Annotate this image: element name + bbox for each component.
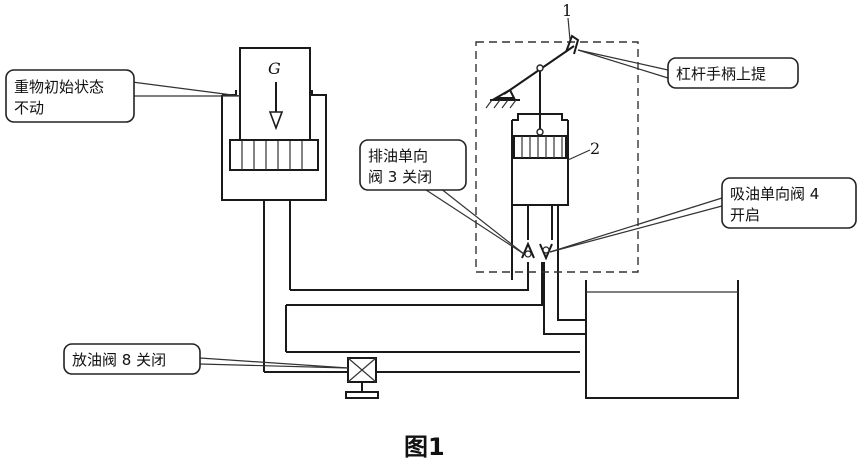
load-weight bbox=[239, 47, 311, 141]
callout-suction-valve: 吸油单向阀 4 开启 bbox=[721, 177, 857, 229]
callout-weight-state: 重物初始状态 不动 bbox=[5, 69, 135, 123]
part-number-2: 2 bbox=[590, 139, 600, 158]
small-pump bbox=[511, 100, 569, 262]
callout-text: 不动 bbox=[14, 99, 44, 117]
figure-caption: 图1 bbox=[404, 433, 445, 461]
pivot-support-icon bbox=[485, 88, 520, 109]
suction-check-valve-icon bbox=[539, 243, 553, 261]
callout-leaders bbox=[131, 49, 723, 369]
callout-text: 开启 bbox=[730, 206, 760, 224]
callout-drain-valve: 放油阀 8 关闭 bbox=[63, 343, 201, 375]
oil-tank bbox=[585, 280, 739, 399]
callout-text: 阀 3 关闭 bbox=[368, 168, 432, 186]
hand-pump-boundary bbox=[475, 41, 639, 273]
lever bbox=[503, 34, 580, 100]
callout-discharge-valve: 排油单向 阀 3 关闭 bbox=[359, 139, 467, 191]
callout-text: 放油阀 8 关闭 bbox=[72, 351, 166, 369]
callout-lever-handle: 杠杆手柄上提 bbox=[667, 57, 799, 89]
discharge-check-valve-icon bbox=[521, 241, 535, 259]
callout-text: 重物初始状态 bbox=[14, 78, 104, 96]
callout-text: 吸油单向阀 4 bbox=[730, 185, 819, 203]
callout-text: 杠杆手柄上提 bbox=[676, 65, 766, 83]
drain-valve bbox=[345, 357, 379, 399]
down-arrow-icon bbox=[268, 82, 284, 131]
large-cylinder: G bbox=[221, 47, 327, 372]
callout-text: 排油单向 bbox=[368, 147, 428, 165]
pipework bbox=[264, 205, 586, 373]
weight-symbol: G bbox=[268, 59, 281, 78]
large-piston bbox=[229, 139, 319, 171]
part-number-1: 1 bbox=[562, 1, 572, 20]
